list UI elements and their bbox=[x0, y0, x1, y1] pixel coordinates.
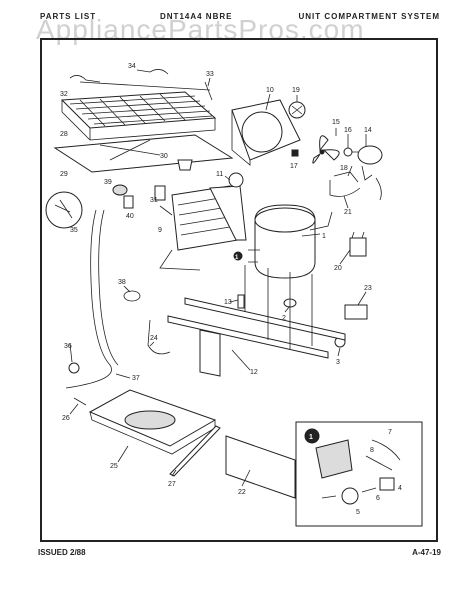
label-25: 25 bbox=[110, 463, 118, 470]
bracket-18 bbox=[333, 171, 359, 183]
page-code: A-47-19 bbox=[412, 548, 441, 557]
label-37: 37 bbox=[132, 375, 140, 382]
grommet bbox=[177, 159, 193, 171]
label-34: 34 bbox=[128, 63, 136, 70]
fan-guard-detail bbox=[291, 105, 303, 115]
clip-26 bbox=[73, 397, 87, 406]
fan-motor bbox=[352, 145, 383, 181]
header-mid: DNT14A4 NBRE bbox=[160, 12, 233, 21]
wire-spring bbox=[149, 69, 169, 75]
fan-shroud bbox=[231, 99, 301, 166]
relay-terminals bbox=[351, 231, 365, 239]
label-4: 4 bbox=[398, 485, 402, 492]
label-5: 5 bbox=[356, 509, 360, 516]
relay-20 bbox=[349, 237, 367, 257]
label-33: 33 bbox=[206, 71, 214, 78]
drain-tube-24 bbox=[147, 319, 171, 355]
label-40: 40 bbox=[126, 213, 134, 220]
diagram-frame bbox=[40, 38, 438, 542]
inset-35-detail bbox=[54, 199, 73, 219]
label-12: 12 bbox=[250, 369, 258, 376]
label-21: 21 bbox=[344, 209, 352, 216]
shield-lines bbox=[99, 139, 161, 161]
label-31: 31 bbox=[150, 197, 158, 204]
header: PARTS LIST DNT14A4 NBRE UNIT COMPARTMENT… bbox=[40, 12, 440, 26]
label-19: 19 bbox=[292, 87, 300, 94]
nut-17 bbox=[291, 149, 299, 157]
label-2: 2 bbox=[282, 315, 286, 322]
tubing-37b bbox=[98, 209, 119, 366]
condenser-shield bbox=[53, 134, 234, 173]
grommet-13 bbox=[237, 294, 245, 309]
part-38 bbox=[123, 290, 141, 302]
label-15: 15 bbox=[332, 119, 340, 126]
overload-23 bbox=[344, 304, 368, 320]
wire-21 bbox=[329, 180, 361, 197]
inset-marker: 1 bbox=[309, 434, 313, 441]
mounting-rails bbox=[167, 265, 346, 377]
label-13: 13 bbox=[224, 299, 232, 306]
label-17: 17 bbox=[290, 163, 298, 170]
inset-box bbox=[295, 421, 423, 527]
part-11 bbox=[228, 172, 244, 188]
compressor-marker: 1 bbox=[235, 255, 239, 261]
part-39 bbox=[112, 184, 128, 196]
label-20: 20 bbox=[334, 265, 342, 272]
bracket-rod bbox=[204, 81, 213, 101]
fitting-36 bbox=[68, 362, 80, 374]
tubing-37 bbox=[65, 209, 112, 389]
label-6: 6 bbox=[376, 495, 380, 502]
label-39: 39 bbox=[104, 179, 112, 186]
condenser-clip bbox=[69, 75, 101, 83]
leader-lines bbox=[69, 69, 367, 487]
label-26: 26 bbox=[62, 415, 70, 422]
label-22: 22 bbox=[238, 489, 246, 496]
label-16: 16 bbox=[344, 127, 352, 134]
cover-panel-22 bbox=[225, 435, 296, 499]
label-11: 11 bbox=[216, 171, 223, 178]
label-8: 8 bbox=[370, 447, 374, 454]
label-10: 10 bbox=[266, 87, 274, 94]
label-28: 28 bbox=[60, 131, 68, 138]
label-24: 24 bbox=[150, 335, 158, 342]
label-30: 30 bbox=[160, 153, 168, 160]
drain-pan bbox=[88, 389, 217, 455]
label-3: 3 bbox=[336, 359, 340, 366]
header-right: UNIT COMPARTMENT SYSTEM bbox=[298, 12, 440, 21]
label-27: 27 bbox=[168, 481, 176, 488]
condenser-rod bbox=[79, 81, 211, 91]
label-9: 9 bbox=[158, 227, 162, 234]
label-18: 18 bbox=[340, 165, 348, 172]
part-40 bbox=[123, 195, 134, 209]
evaporator-coil bbox=[159, 185, 247, 271]
label-36: 36 bbox=[64, 343, 72, 350]
header-left: PARTS LIST bbox=[40, 12, 97, 21]
label-7: 7 bbox=[388, 429, 392, 436]
label-35: 35 bbox=[70, 227, 78, 234]
condenser-coil bbox=[60, 91, 217, 141]
washer-16 bbox=[343, 147, 353, 157]
label-1: 1 bbox=[322, 233, 326, 240]
issued-date: ISSUED 2/88 bbox=[38, 548, 86, 557]
clip-31 bbox=[154, 185, 166, 201]
label-14: 14 bbox=[364, 127, 372, 134]
motor-lead bbox=[375, 177, 382, 201]
compressor bbox=[233, 204, 333, 279]
inset-circle-35 bbox=[45, 191, 83, 229]
label-32: 32 bbox=[60, 91, 68, 98]
part-labels: 34 33 32 28 29 30 31 35 39 40 9 10 19 17… bbox=[60, 63, 402, 516]
label-29: 29 bbox=[60, 171, 68, 178]
label-38: 38 bbox=[118, 279, 126, 286]
label-23: 23 bbox=[364, 285, 372, 292]
fan-blade bbox=[312, 135, 340, 164]
